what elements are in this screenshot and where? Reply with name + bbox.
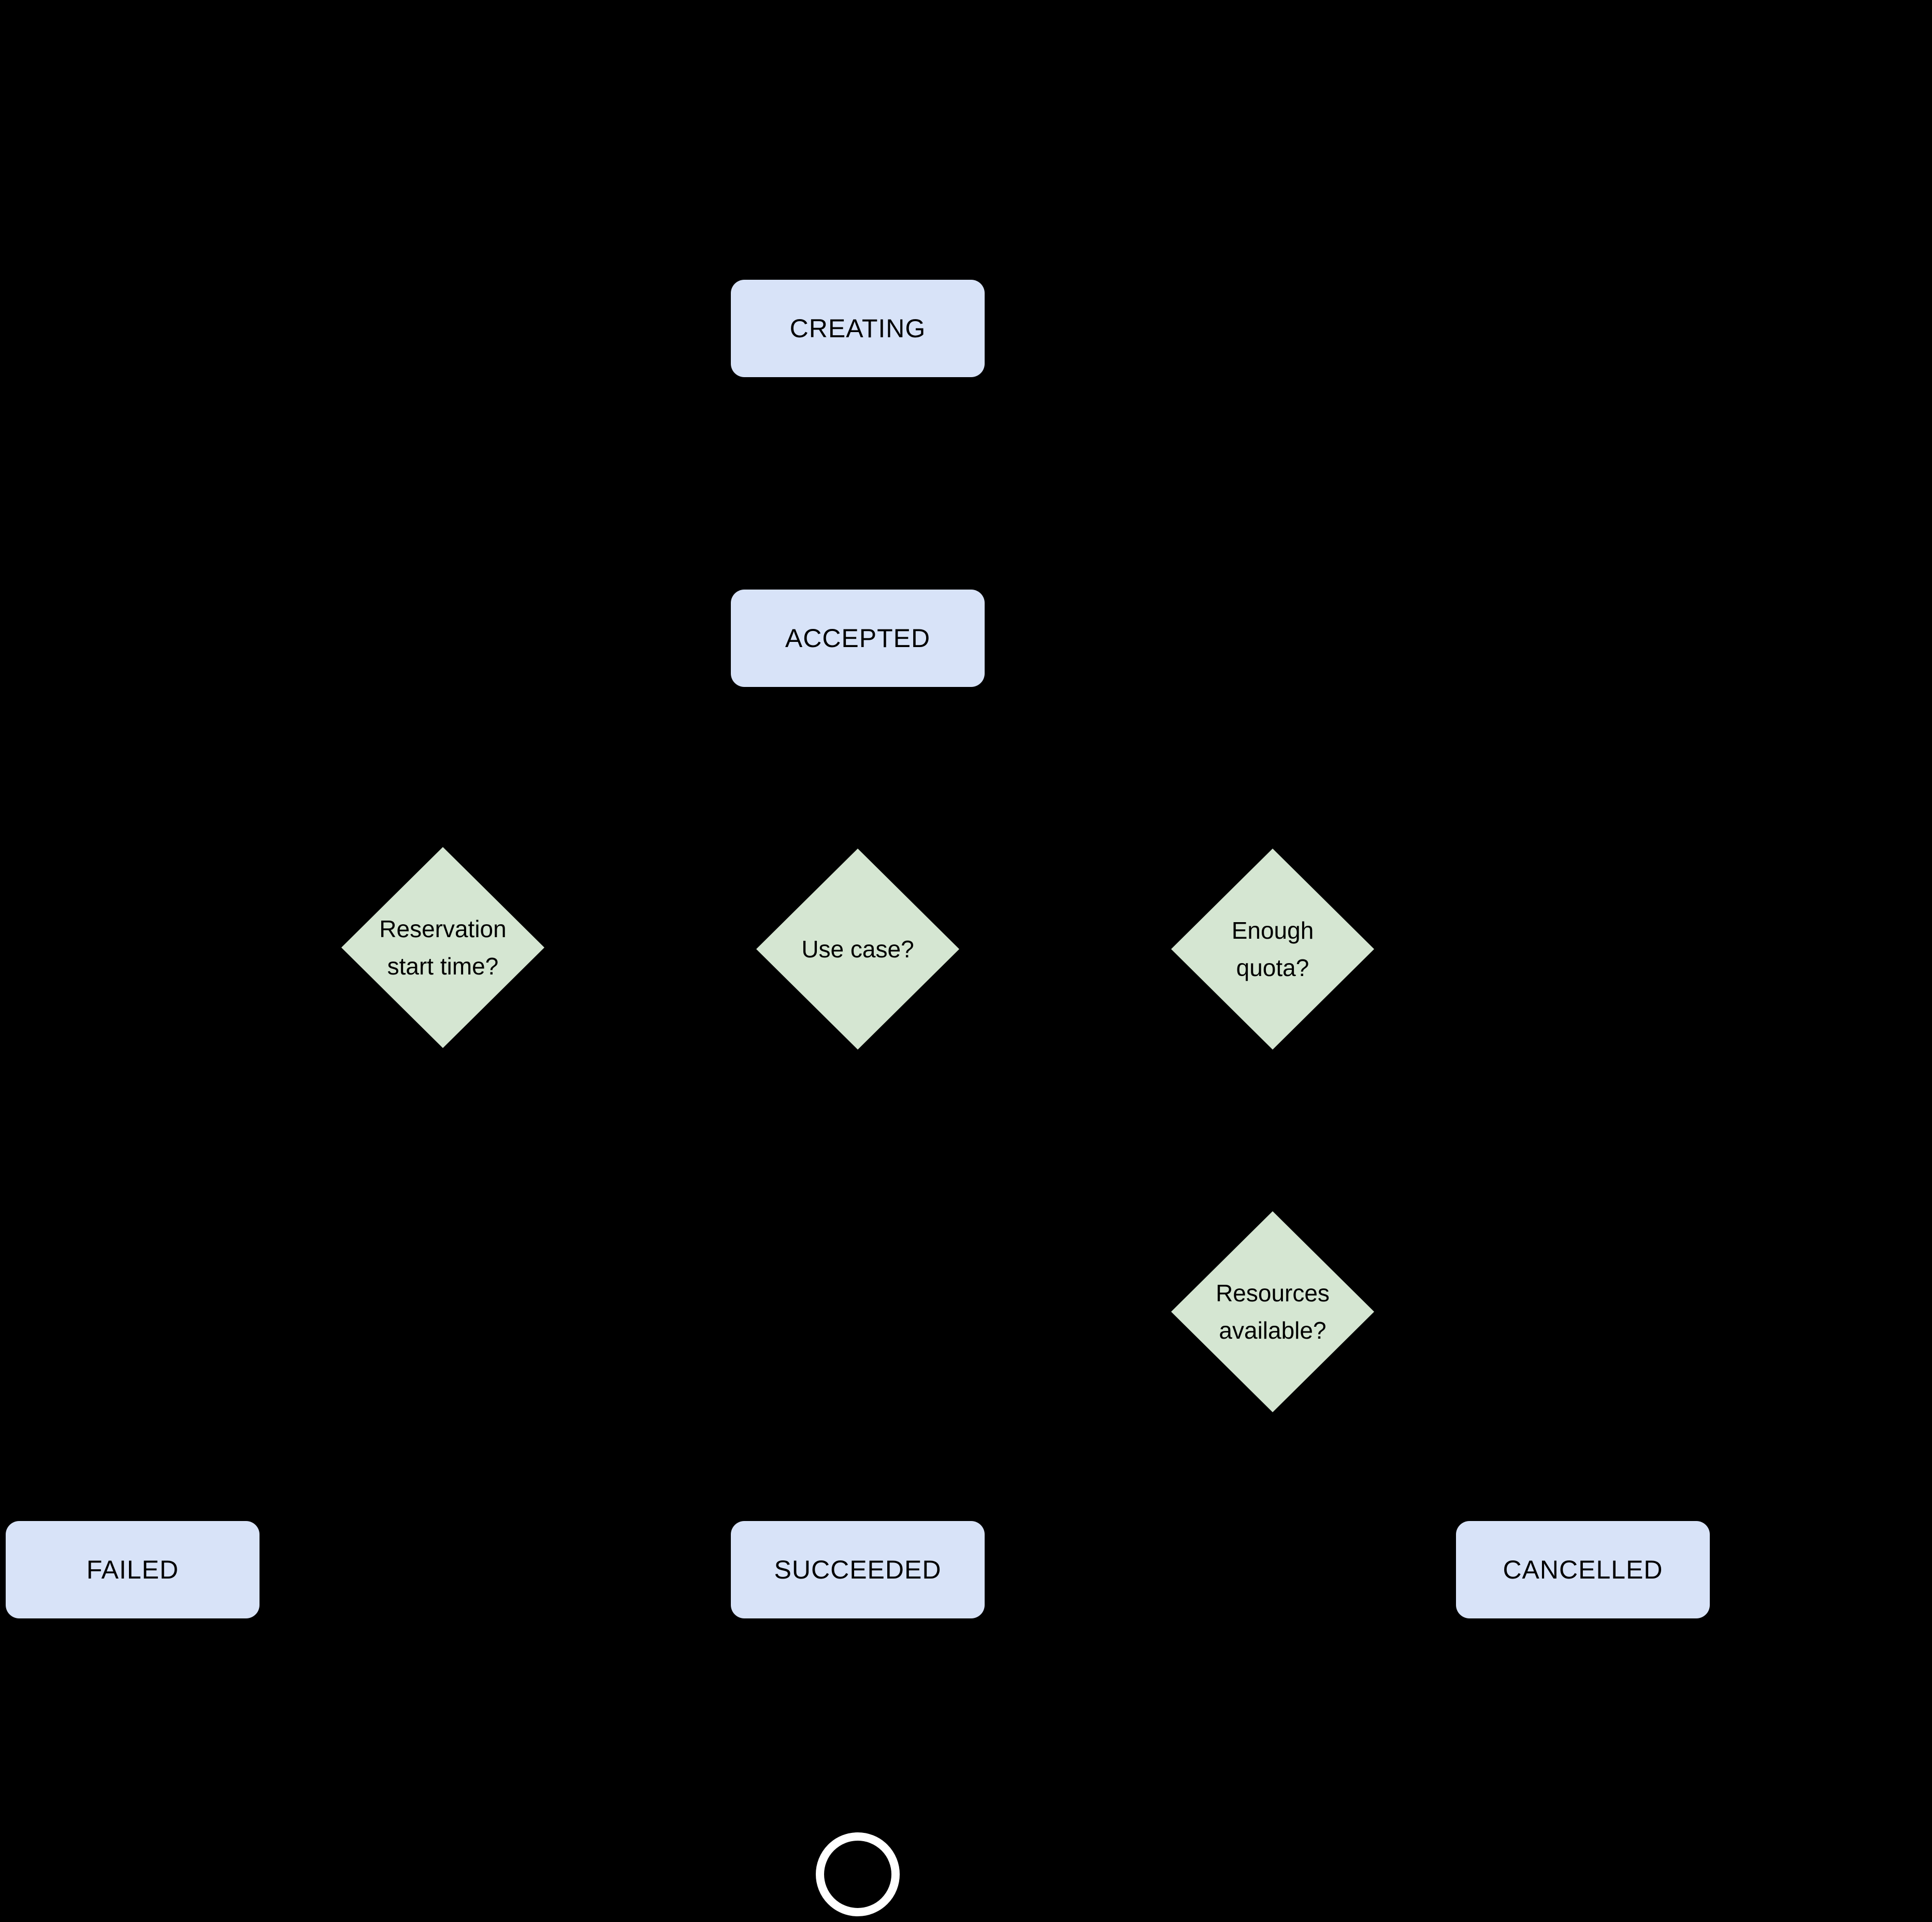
decision-node-reservation-start-time: Reservation start time?: [341, 847, 544, 1048]
decision-label-line: quota?: [1236, 954, 1309, 981]
state-label-cancelled: CANCELLED: [1503, 1555, 1663, 1584]
decision-label-line: start time?: [387, 953, 499, 980]
decision-label-line: Resources: [1216, 1280, 1330, 1307]
state-node-failed: FAILED: [6, 1521, 259, 1618]
decision-node-enough-quota: Enough quota?: [1171, 849, 1374, 1050]
decision-label-line: Use case?: [801, 936, 914, 963]
state-node-creating: CREATING: [731, 280, 985, 377]
state-node-cancelled: CANCELLED: [1456, 1521, 1710, 1618]
state-label-failed: FAILED: [86, 1555, 179, 1584]
state-node-accepted: ACCEPTED: [731, 590, 985, 687]
decision-label-line: Enough: [1231, 917, 1314, 944]
state-label-creating: CREATING: [789, 314, 926, 343]
state-label-accepted: ACCEPTED: [785, 624, 931, 653]
decision-label-line: available?: [1219, 1317, 1327, 1344]
decision-label-line: Reservation: [379, 915, 507, 942]
decision-node-resources-available: Resources available?: [1171, 1211, 1374, 1412]
state-label-succeeded: SUCCEEDED: [774, 1555, 942, 1584]
state-node-succeeded: SUCCEEDED: [731, 1521, 985, 1618]
end-state-circle-icon: [816, 1832, 900, 1916]
decision-node-use-case: Use case?: [756, 849, 959, 1050]
